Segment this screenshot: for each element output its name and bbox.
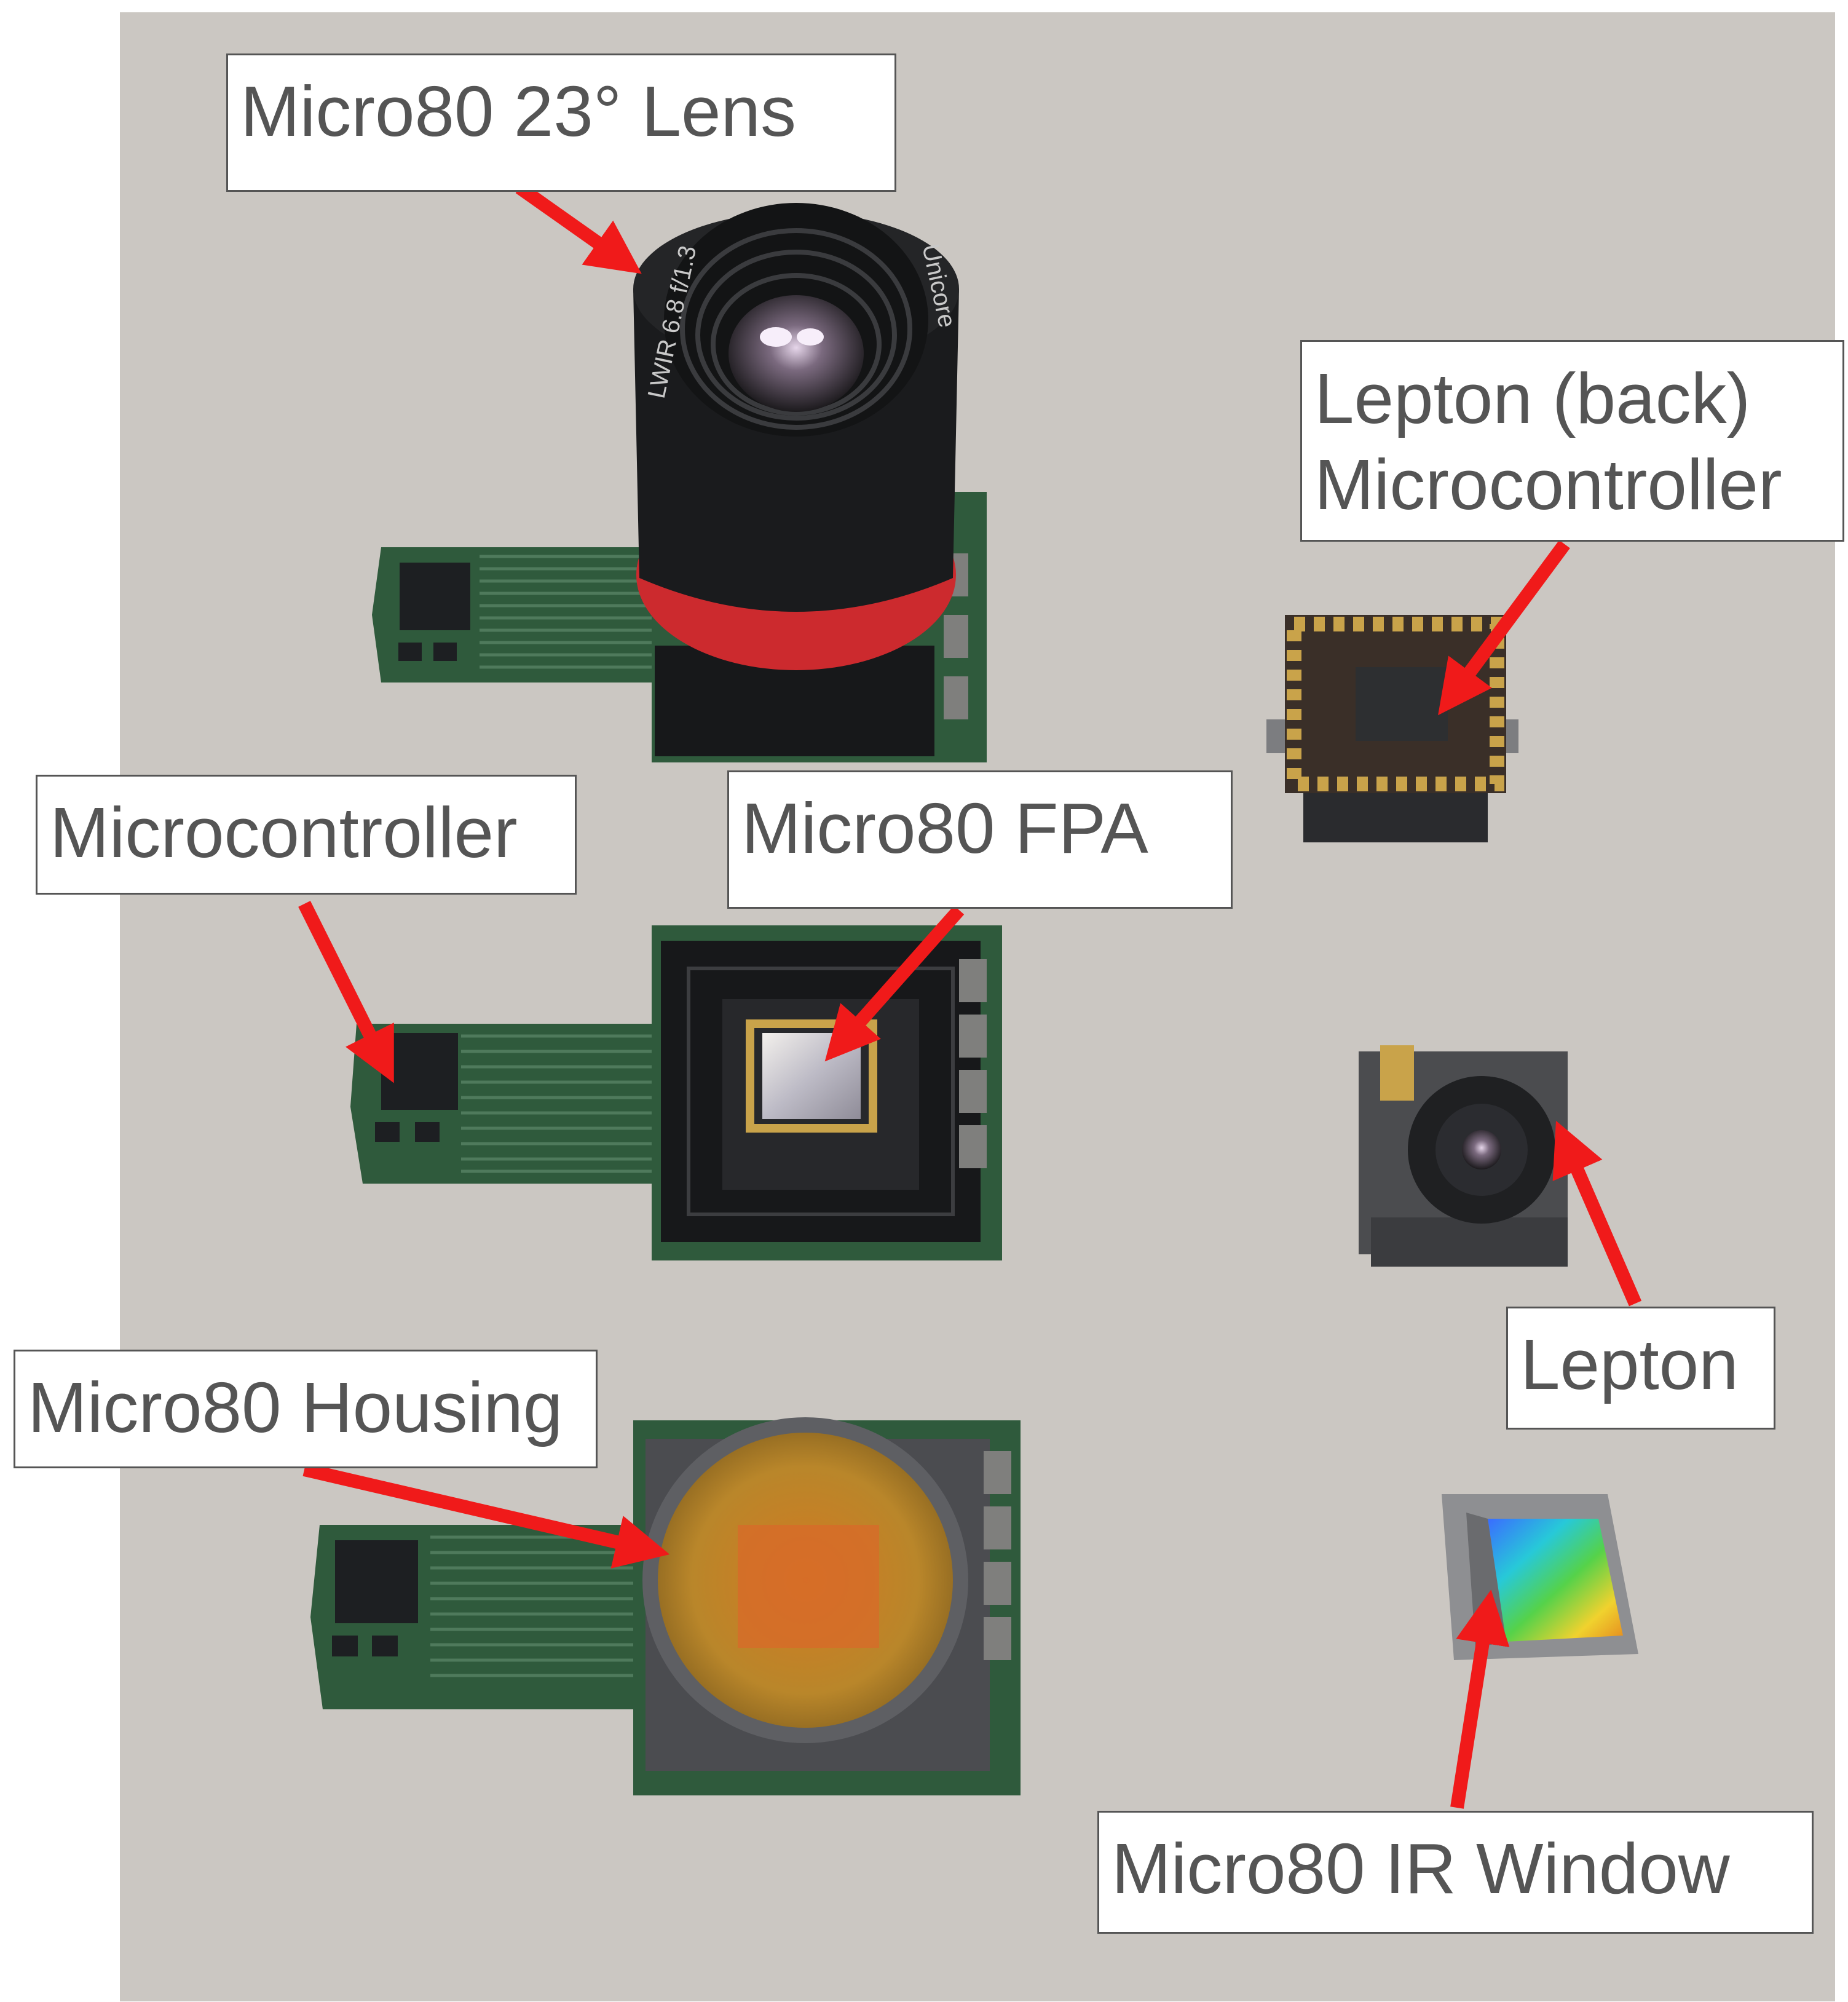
microcontroller-chip-middle: [381, 1033, 458, 1110]
label-ir-window: Micro80 IR Window: [1097, 1811, 1814, 1934]
arrow-to-microcontroller: [298, 901, 394, 1083]
arrow-to-housing: [302, 1463, 670, 1569]
label-housing-text: Micro80 Housing: [28, 1367, 563, 1447]
microcontroller-chip-top: [400, 563, 470, 630]
arrow-to-ir-window: [1450, 1589, 1510, 1809]
label-housing: Micro80 Housing: [14, 1350, 598, 1468]
arrow-to-lepton-back-microcontroller: [1438, 540, 1570, 716]
label-lens-text: Micro80 23° Lens: [240, 71, 796, 151]
ir-window-component: [1442, 1494, 1638, 1660]
label-microcontroller-text: Microcontroller: [50, 793, 518, 872]
label-lepton-text: Lepton: [1520, 1324, 1739, 1404]
lens-glass: [729, 295, 864, 412]
label-lepton-back-line1: Lepton (back): [1314, 358, 1751, 438]
annotation-arrows: [298, 182, 1642, 1809]
arrow-to-lens: [515, 182, 642, 274]
housing-module: [310, 1417, 1021, 1795]
label-fpa: Micro80 FPA: [727, 770, 1233, 909]
ir-window-coating: [1488, 1519, 1623, 1642]
label-ir-window-text: Micro80 IR Window: [1112, 1829, 1730, 1909]
fpa-gold-frame: [746, 1019, 877, 1133]
lepton-component: [1359, 1045, 1568, 1267]
arrow-to-fpa: [824, 905, 965, 1062]
label-lens: Micro80 23° Lens: [226, 53, 896, 192]
arrow-to-lepton: [1552, 1120, 1642, 1307]
lepton-lens: [1462, 1130, 1501, 1169]
lens-module: LWIR 6.8 f/1.3 Unicore: [372, 203, 987, 762]
label-lepton-back-line2: Microcontroller: [1314, 445, 1782, 524]
lepton-back-component: [1266, 615, 1518, 842]
microcontroller-chip-bottom: [335, 1540, 418, 1623]
label-microcontroller: Microcontroller: [36, 775, 577, 895]
label-lepton: Lepton: [1506, 1307, 1775, 1430]
lepton-microcontroller-chip: [1356, 667, 1448, 741]
label-fpa-text: Micro80 FPA: [741, 788, 1148, 868]
label-lepton-back: Lepton (back) Microcontroller: [1300, 340, 1844, 542]
